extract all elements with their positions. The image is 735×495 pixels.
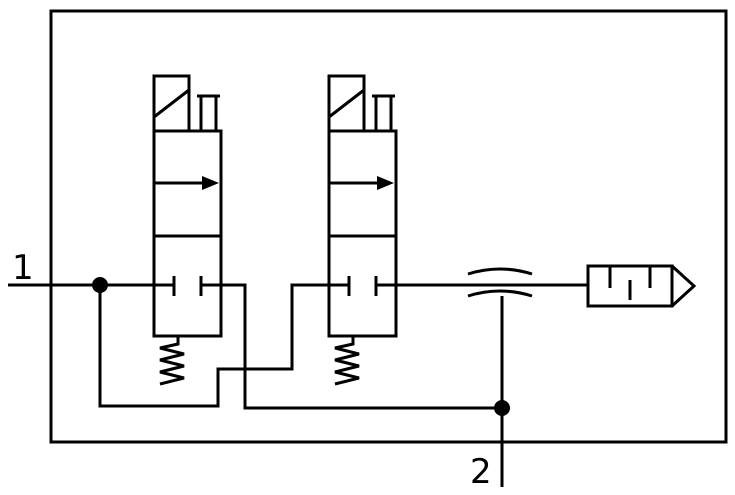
valve-1-solenoid-coil xyxy=(152,74,191,133)
valve-1-body xyxy=(152,129,223,338)
flow-restrictor xyxy=(467,267,533,298)
valve-2-solenoid-coil xyxy=(327,74,366,133)
valve-2-return-spring xyxy=(334,336,360,386)
solenoid-valve-1 xyxy=(152,74,223,386)
port-label-inlet: 1 xyxy=(12,248,34,288)
pneumatic-lines xyxy=(8,283,588,487)
silencer xyxy=(586,264,697,308)
valve-2-flow-arrow xyxy=(329,176,394,190)
valve-2-port-symbols xyxy=(347,276,378,296)
inlet-branch-line xyxy=(98,283,349,408)
solenoid-valve-2 xyxy=(327,74,398,386)
valve-1-manual-override xyxy=(197,94,220,133)
valve-1-output-line xyxy=(201,283,502,410)
junction-dot-outlet xyxy=(494,400,510,416)
junction-dot-inlet xyxy=(92,277,108,293)
valve-2-manual-override xyxy=(372,94,395,133)
valve-1-return-spring xyxy=(159,336,185,386)
valve-1-port-symbols xyxy=(172,276,203,296)
valve-1-flow-arrow xyxy=(154,176,219,190)
port-label-outlet: 2 xyxy=(470,452,492,492)
enclosure-box xyxy=(49,9,728,444)
valve-2-body xyxy=(327,129,398,338)
